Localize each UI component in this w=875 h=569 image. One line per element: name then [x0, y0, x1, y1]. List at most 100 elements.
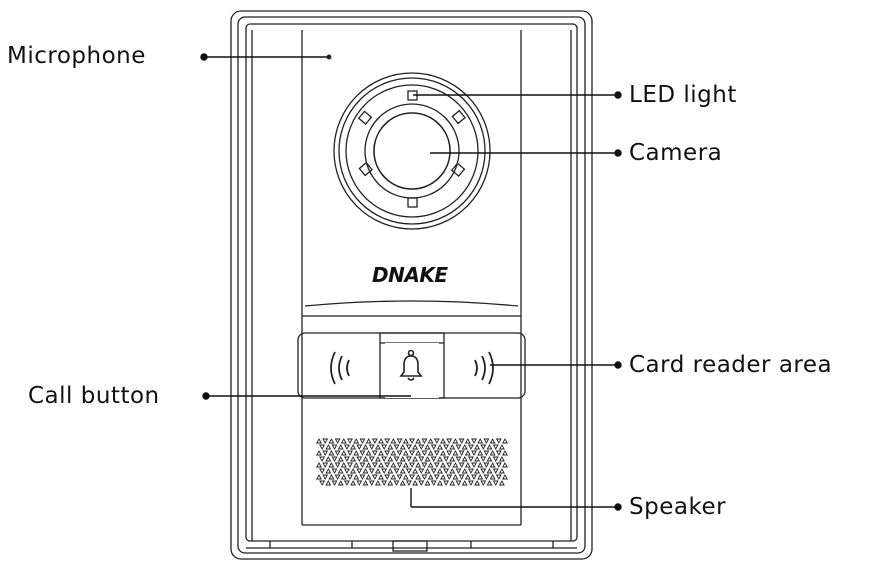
speaker-hole — [399, 480, 406, 486]
speaker-hole — [393, 468, 400, 474]
speaker-hole — [353, 474, 360, 480]
speaker-hole — [356, 444, 363, 450]
speaker-hole — [492, 444, 499, 450]
speaker-hole — [452, 438, 459, 444]
speaker-hole — [477, 450, 484, 456]
speaker-hole — [418, 468, 425, 474]
speaker-hole — [322, 474, 329, 480]
speaker-hole — [427, 438, 434, 444]
speaker-hole — [334, 474, 341, 480]
speaker-hole — [390, 462, 397, 468]
speaker-hole — [381, 456, 388, 462]
speaker-hole — [440, 462, 446, 468]
led-lights — [357, 90, 466, 208]
speaker-hole — [421, 438, 428, 444]
speaker-hole — [325, 468, 332, 474]
speaker-hole — [381, 480, 388, 486]
speaker-hole — [449, 456, 456, 462]
speaker-hole — [353, 462, 360, 468]
speaker-hole — [340, 474, 347, 480]
speaker-hole — [498, 468, 505, 474]
speaker-hole — [399, 456, 406, 462]
speaker-hole — [418, 444, 425, 450]
speaker-hole — [440, 474, 446, 480]
front-panel — [301, 30, 522, 526]
speaker-hole — [331, 480, 338, 486]
speaker-hole — [467, 468, 474, 474]
speaker-hole — [440, 450, 446, 456]
speaker-hole — [458, 450, 465, 456]
speaker-hole — [483, 474, 490, 480]
speaker-hole — [489, 474, 496, 480]
speaker-hole — [477, 474, 484, 480]
speaker-hole — [325, 444, 332, 450]
speaker-hole — [464, 474, 471, 480]
call-button[interactable] — [385, 343, 439, 398]
speaker-hole — [471, 450, 477, 456]
speaker-hole — [371, 474, 378, 480]
label-microphone: Microphone — [7, 43, 146, 69]
label-camera: Camera — [629, 140, 723, 166]
speaker-hole — [337, 468, 344, 474]
speaker-hole — [387, 444, 394, 450]
speaker-hole — [412, 468, 419, 474]
speaker-hole — [365, 474, 372, 480]
speaker-hole — [480, 468, 487, 474]
speaker-hole — [378, 450, 384, 456]
speaker-hole — [418, 480, 425, 486]
speaker-hole — [371, 438, 378, 444]
speaker-hole — [498, 444, 505, 450]
speaker-hole — [433, 438, 440, 444]
speaker-hole — [480, 480, 487, 486]
speaker-hole — [449, 444, 456, 450]
speaker-hole — [368, 480, 375, 486]
speaker-hole — [359, 462, 366, 468]
speaker-hole — [402, 474, 409, 480]
speaker-hole — [464, 462, 471, 468]
speaker-hole — [483, 462, 490, 468]
speaker-hole — [427, 462, 434, 468]
speaker-hole — [334, 450, 341, 456]
speaker-hole — [464, 450, 471, 456]
speaker-hole — [319, 456, 326, 462]
speaker-hole — [356, 456, 363, 462]
nfc-waves-right-icon — [474, 351, 494, 385]
speaker-hole — [430, 480, 437, 486]
speaker-grille — [316, 438, 508, 486]
speaker-hole — [492, 468, 499, 474]
speaker-hole — [316, 474, 322, 480]
speaker-hole — [405, 468, 412, 474]
speaker-hole — [495, 462, 502, 468]
speaker-hole — [337, 480, 344, 486]
speaker-hole — [328, 462, 335, 468]
speaker-hole — [384, 462, 391, 468]
speaker-hole — [331, 456, 338, 462]
speaker-hole — [412, 456, 419, 462]
label-speaker: Speaker — [629, 494, 727, 520]
label-led-light: LED light — [629, 82, 737, 108]
speaker-hole — [502, 474, 508, 480]
speaker-hole — [409, 450, 415, 456]
speaker-hole — [483, 450, 490, 456]
speaker-hole — [396, 438, 403, 444]
speaker-hole — [362, 468, 369, 474]
speaker-hole — [347, 438, 353, 444]
speaker-hole — [319, 468, 326, 474]
speaker-hole — [477, 462, 484, 468]
speaker-hole — [350, 480, 357, 486]
speaker-hole — [486, 456, 493, 462]
speaker-hole — [374, 444, 381, 450]
speaker-hole — [461, 468, 468, 474]
speaker-hole — [443, 480, 450, 486]
speaker-hole — [449, 468, 456, 474]
speaker-hole — [498, 456, 505, 462]
nfc-waves-left-icon — [330, 351, 350, 385]
speaker-hole — [436, 468, 443, 474]
speaker-hole — [316, 438, 322, 444]
speaker-hole — [374, 456, 381, 462]
speaker-hole — [458, 438, 465, 444]
speaker-hole — [378, 438, 384, 444]
speaker-hole — [409, 474, 415, 480]
speaker-hole — [427, 474, 434, 480]
speaker-hole — [495, 438, 502, 444]
